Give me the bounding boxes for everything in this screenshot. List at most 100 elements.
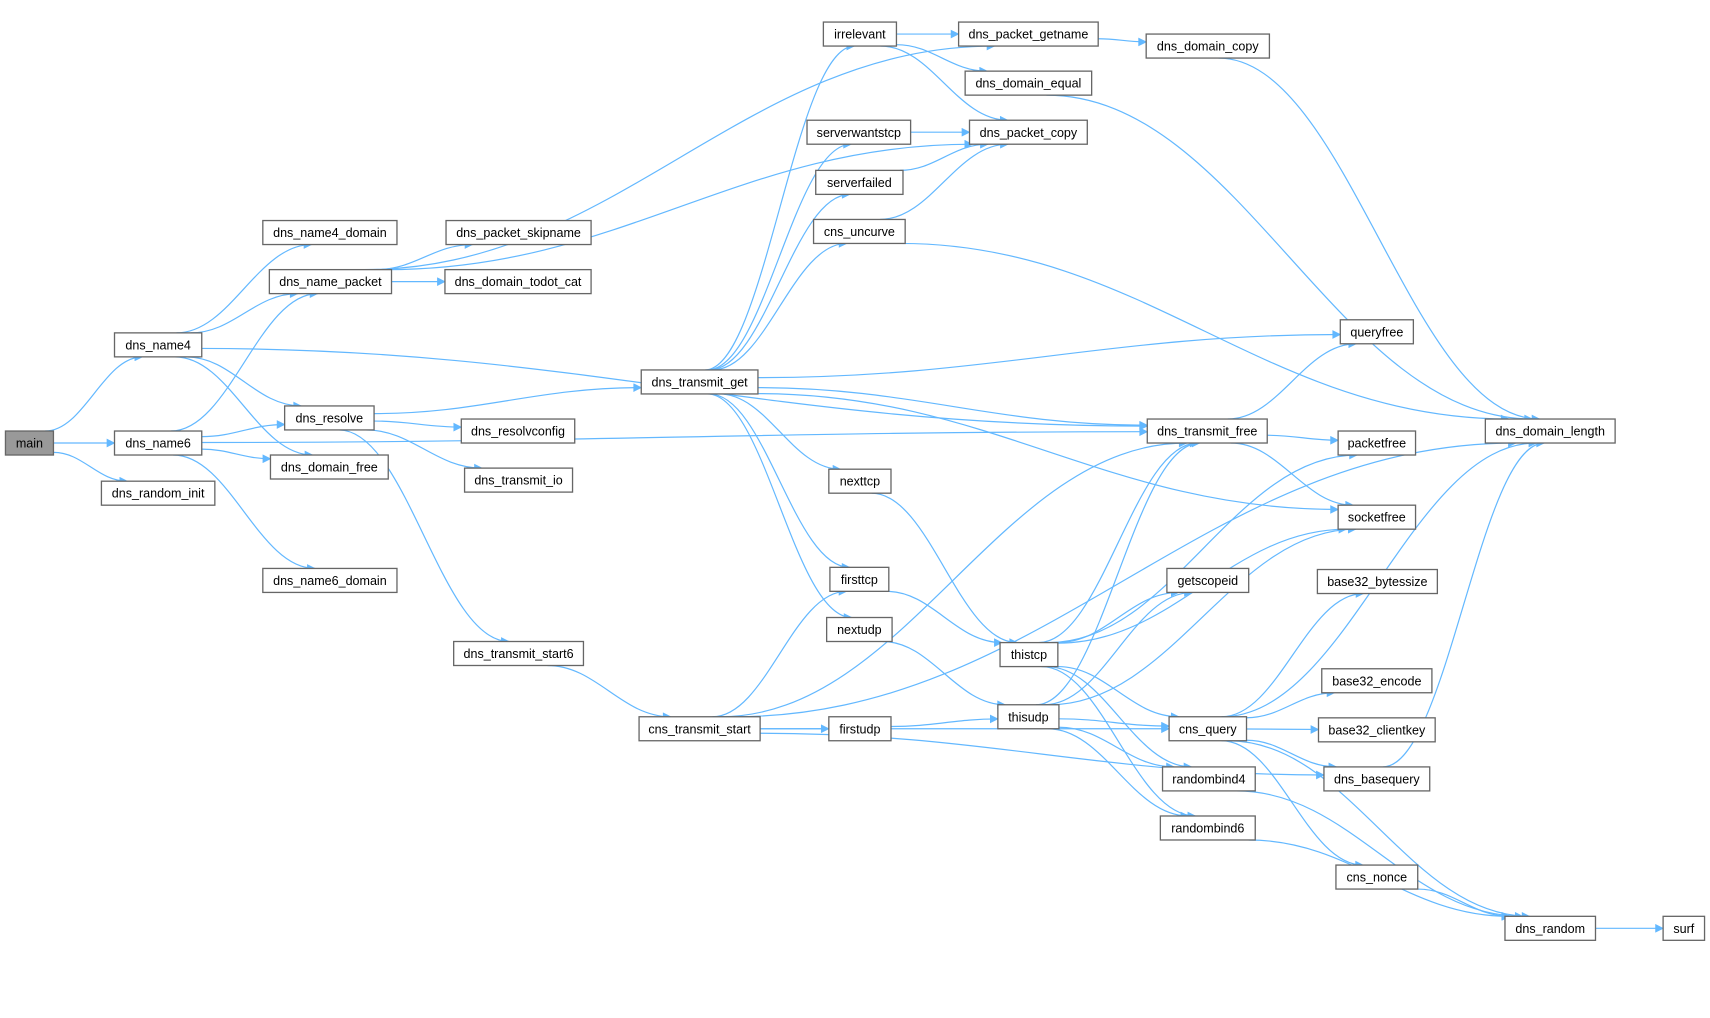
node-label: firsttcp [841,573,878,587]
node-firsttcp[interactable]: firsttcp [829,566,890,592]
node-dns-transmit-start6[interactable]: dns_transmit_start6 [453,640,585,667]
node-box [806,119,912,145]
edge-irrelevant-to-dns-packet-copy [880,45,1009,125]
edge-dns-name4-to-dns-name-packet [190,289,299,334]
node-cns-nonce[interactable]: cns_nonce [1335,864,1419,890]
edge-dns-name6-to-dns-transmit-free [201,427,1149,444]
node-thistcp[interactable]: thistcp [999,641,1059,668]
node-dns-random[interactable]: dns_random [1504,915,1597,941]
edge-dns-resolve-to-dns-transmit-io [365,429,483,473]
node-dns-domain-equal[interactable]: dns_domain_equal [964,70,1093,96]
node-dns-transmit-get[interactable]: dns_transmit_get [640,369,759,395]
node-box [4,430,55,456]
node-box [1145,33,1271,59]
node-packetfree[interactable]: packetfree [1337,430,1417,456]
node-firstudp[interactable]: firstudp [828,716,892,742]
node-dns-transmit-io[interactable]: dns_transmit_io [463,467,574,493]
node-label: socketfree [1348,511,1406,525]
node-label: dns_packet_skipname [456,226,581,240]
node-socketfree[interactable]: socketfree [1337,504,1417,530]
node-surf[interactable]: surf [1662,915,1706,941]
edge-thistcp-to-dns-transmit-free [1038,438,1199,644]
edge-dns-resolve-to-dns-resolvconfig [374,420,463,432]
node-randombind4[interactable]: randombind4 [1161,766,1256,792]
edge-cns-query-to-dns-random [1228,740,1531,921]
node-base32-clientkey[interactable]: base32_clientkey [1317,717,1436,743]
node-serverfailed[interactable]: serverfailed [815,169,904,196]
node-label: dns_name4_domain [273,226,387,240]
node-box [453,640,585,667]
node-box [1159,815,1256,841]
edge-cns-query-to-base32-bytessize [1221,589,1365,718]
node-box [262,567,398,594]
edge-thisudp-to-getscopeid [1044,588,1193,706]
node-box [1161,766,1256,792]
node-dns-basequery[interactable]: dns_basequery [1323,766,1431,792]
edge-dns-name-packet-to-dns-packet-copy [386,139,974,271]
node-cns-transmit-start[interactable]: cns_transmit_start [638,716,761,742]
node-dns-name6-domain[interactable]: dns_name6_domain [262,567,398,594]
node-label: base32_encode [1332,674,1421,688]
node-dns-domain-todot-cat[interactable]: dns_domain_todot_cat [444,268,592,295]
node-dns-name4[interactable]: dns_name4 [113,332,203,358]
node-serverwantstcp[interactable]: serverwantstcp [806,119,912,145]
node-box [964,70,1093,96]
edge-dns-resolve-to-dns-transmit-start6 [338,429,510,646]
node-dns-domain-free[interactable]: dns_domain_free [269,454,389,480]
node-box [957,21,1099,47]
edge-dns-resolve-to-dns-transmit-get [374,383,643,415]
node-label: dns_basequery [1334,772,1420,786]
node-getscopeid[interactable]: getscopeid [1166,567,1250,594]
node-dns-domain-copy[interactable]: dns_domain_copy [1145,33,1271,59]
edge-thistcp-to-randombind6 [1041,665,1197,821]
node-label: randombind6 [1171,822,1244,836]
edge-cns-query-to-base32-encode [1246,688,1336,719]
edge-thisudp-to-randombind4 [1058,726,1175,772]
node-dns-packet-skipname[interactable]: dns_packet_skipname [445,219,592,246]
node-nexttcp[interactable]: nexttcp [828,468,892,494]
edge-dns-transmit-get-to-serverfailed [709,190,851,371]
edge-thistcp-to-packetfree [1048,450,1358,644]
node-randombind6[interactable]: randombind6 [1159,815,1256,841]
node-dns-name4-domain[interactable]: dns_name4_domain [262,219,398,246]
node-label: dns_transmit_free [1157,425,1257,439]
node-box [1168,716,1248,742]
node-dns-packet-copy[interactable]: dns_packet_copy [968,119,1088,145]
node-box [1662,915,1706,941]
node-dns-name6[interactable]: dns_name6 [113,430,203,456]
node-base32-encode[interactable]: base32_encode [1321,668,1433,694]
edge-dns-transmit-get-to-dns-transmit-free [757,386,1149,430]
edge-dns-transmit-get-to-socketfree [757,393,1339,514]
node-dns-resolve[interactable]: dns_resolve [283,405,375,431]
node-label: queryfree [1350,325,1403,339]
edge-dns-transmit-get-to-nexttcp [718,393,842,474]
node-dns-resolvconfig[interactable]: dns_resolvconfig [460,418,576,444]
node-label: main [16,437,43,451]
edge-dns-transmit-get-to-serverwantstcp [707,139,853,371]
node-dns-domain-length[interactable]: dns_domain_length [1484,418,1616,444]
node-box [1504,915,1597,941]
node-cns-uncurve[interactable]: cns_uncurve [812,218,906,245]
node-box [812,218,906,245]
edge-dns-transmit-start6-to-cns-transmit-start [547,664,672,722]
node-dns-packet-getname[interactable]: dns_packet_getname [957,21,1099,47]
node-queryfree[interactable]: queryfree [1339,319,1415,345]
node-dns-name-packet[interactable]: dns_name_packet [268,268,393,295]
node-box [460,418,576,444]
node-main[interactable]: main [4,430,55,456]
edge-firstudp-to-thisudp [890,714,999,728]
node-box [997,704,1060,730]
node-label: serverfailed [827,176,892,190]
nodes-layer: maindns_name4dns_name6dns_random_initdns… [4,21,1706,941]
node-dns-transmit-free[interactable]: dns_transmit_free [1146,418,1268,444]
edge-main-to-dns-random-init [53,451,129,486]
edge-dns-name6-to-dns-name-packet [170,289,319,432]
node-box [828,468,892,494]
node-thisudp[interactable]: thisudp [997,704,1060,730]
node-label: dns_resolvconfig [471,425,565,439]
node-cns-query[interactable]: cns_query [1168,716,1248,742]
node-nextudp[interactable]: nextudp [825,616,893,643]
node-base32-bytessize[interactable]: base32_bytessize [1316,568,1439,595]
node-irrelevant[interactable]: irrelevant [822,21,898,47]
node-dns-random-init[interactable]: dns_random_init [100,480,216,506]
